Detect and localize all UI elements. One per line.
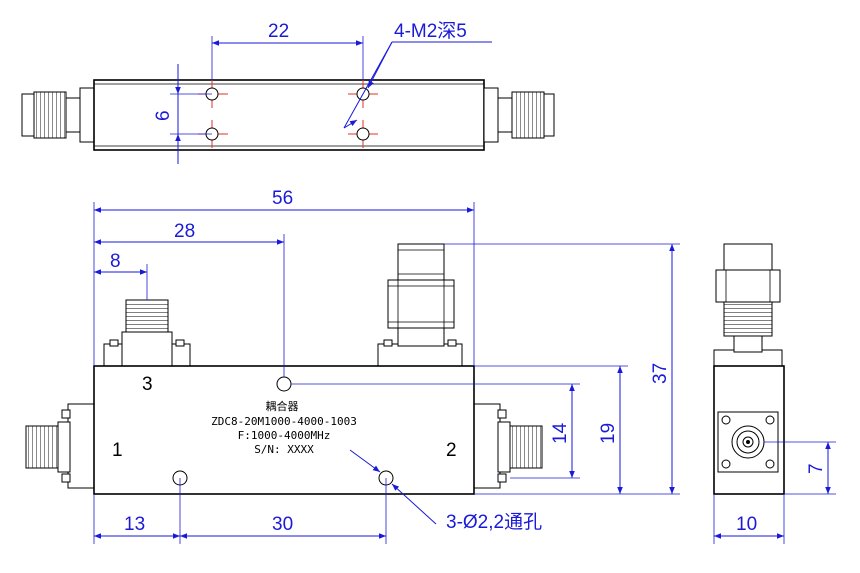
dim-overall-length: 56: [272, 188, 293, 209]
dim-bottom-hole-left: 13: [124, 514, 145, 535]
marking-model: ZDC8-20M1000-4000-1003: [211, 415, 357, 428]
port4-sma-connector: [377, 243, 463, 367]
marking-name: 耦合器: [266, 399, 299, 413]
dim-hole-from-bottom: 19: [598, 423, 619, 444]
top-view-body: [93, 79, 485, 151]
dim-hole-spacing-vertical: 14: [550, 422, 571, 444]
front-view: 3 1 2 耦合器 ZDC8-20M1000-4000-1003 F:1000-…: [25, 188, 680, 544]
top-left-sma-connector: [21, 87, 95, 143]
side-port-flange: [717, 411, 779, 473]
side-top-connector: [713, 243, 783, 367]
port1-sma-connector: [25, 403, 95, 489]
marking-frequency: F:1000-4000MHz: [238, 429, 331, 442]
body-marking: 耦合器 ZDC8-20M1000-4000-1003 F:1000-4000MH…: [211, 399, 357, 456]
port-label-3: 3: [142, 374, 153, 395]
callout-threaded-holes: 4-M2深5: [394, 20, 467, 42]
dim-bottom-hole-spacing: 30: [272, 514, 293, 535]
port-label-2: 2: [446, 440, 457, 461]
dim-side-width: 10: [736, 514, 757, 535]
port3-sma-connector: [103, 299, 191, 367]
callout-through-holes: 3-Ø2,2通孔: [446, 511, 542, 533]
marking-serial: S/N: XXXX: [254, 443, 314, 456]
dim-port3-offset: 8: [110, 251, 121, 272]
dim-center-port: 28: [174, 221, 195, 242]
port-label-1: 1: [112, 440, 123, 461]
through-hole-top: [276, 376, 292, 392]
port2-sma-connector: [473, 403, 543, 489]
top-right-sma-connector: [483, 87, 555, 143]
dim-connector-height: 7: [806, 463, 827, 474]
dim-overall-height: 37: [650, 363, 671, 384]
dim-hole-spacing: 22: [268, 21, 289, 42]
top-view: 22 6 4-M2深5: [21, 20, 555, 164]
dim-hole-pitch: 6: [153, 110, 174, 121]
side-view: 7 10: [713, 243, 836, 544]
